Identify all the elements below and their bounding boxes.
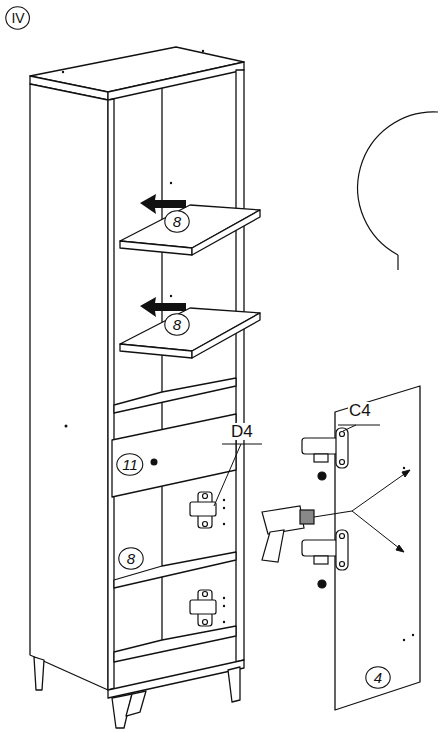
door-panel — [335, 386, 420, 710]
callout-number: 11 — [122, 457, 138, 472]
callout-circle: 8 — [164, 313, 190, 336]
hinge — [302, 530, 348, 588]
fixed-shelf — [114, 378, 236, 413]
callout-number: 8 — [173, 214, 181, 229]
leader-line — [343, 425, 356, 431]
drawer-knob — [151, 459, 158, 466]
drill — [262, 506, 352, 562]
callout-circle: IV — [5, 6, 30, 30]
callout-number: 8 — [127, 551, 135, 566]
plinth — [108, 660, 244, 698]
callout-circle: 8 — [164, 210, 190, 233]
bottom-panel — [114, 626, 236, 662]
callout-circle: 4 — [365, 666, 391, 689]
leg — [126, 691, 146, 716]
shelf-edge — [120, 344, 192, 358]
hinge — [302, 428, 348, 480]
leader-line — [214, 444, 241, 506]
drawer-front — [112, 414, 236, 497]
callout-circle: 11 — [116, 453, 144, 476]
part-label: D4 — [230, 423, 254, 440]
right-front-edge — [236, 70, 244, 662]
callout-number: 8 — [173, 317, 181, 332]
callout-number: 4 — [374, 670, 382, 685]
back-edge — [161, 88, 162, 640]
left-side-panel — [30, 84, 108, 690]
leg — [34, 657, 44, 690]
shelf-edge — [192, 313, 260, 358]
leg — [228, 667, 240, 702]
detail-circle — [358, 112, 438, 255]
callout-circle: 8 — [118, 547, 144, 570]
mounting-plate — [190, 590, 216, 626]
shelf-edge — [192, 210, 260, 255]
left-front-edge — [108, 99, 114, 690]
part-label: C4 — [348, 402, 372, 419]
top-front-edge — [108, 62, 244, 100]
callout-number: IV — [11, 11, 24, 25]
shelf-edge — [120, 241, 192, 255]
mounting-plate — [190, 492, 216, 528]
